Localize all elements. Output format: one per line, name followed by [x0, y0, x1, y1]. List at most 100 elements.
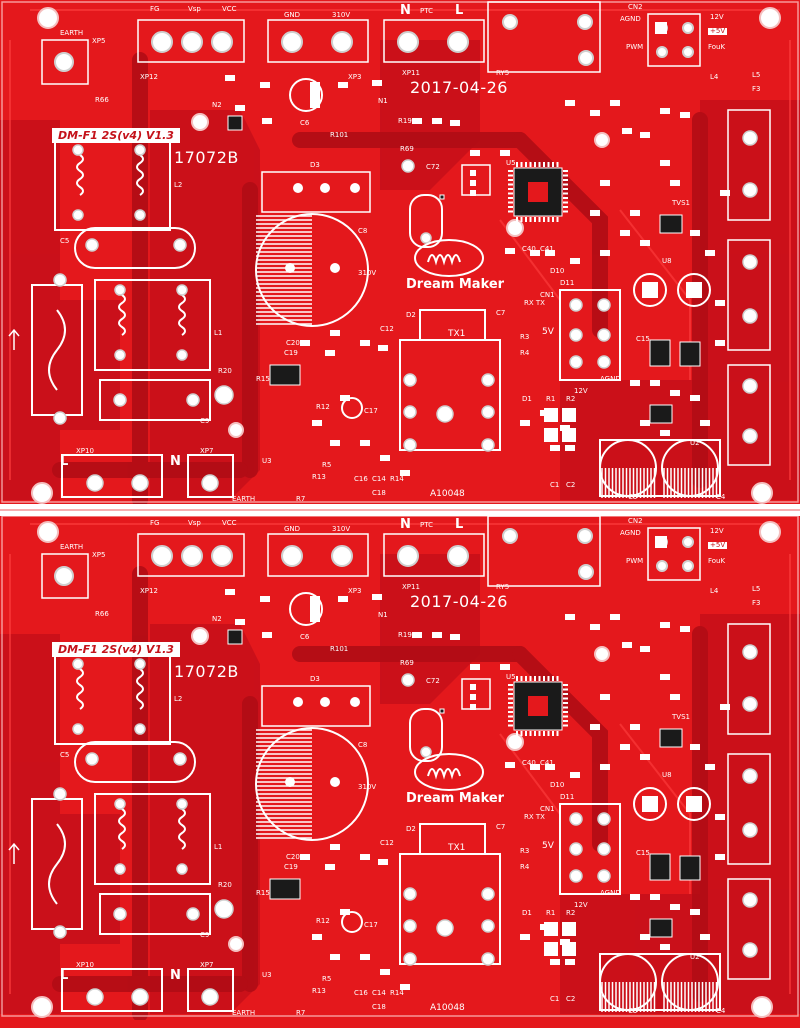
ref-c14: C14	[372, 475, 386, 483]
conn-label-vcc: VCC	[222, 519, 237, 527]
xp7-label: XP7	[200, 961, 214, 969]
ref-c1: C1	[550, 481, 560, 489]
rx-tx-label: RX TX	[524, 813, 545, 821]
ref-d3: D3	[310, 675, 320, 683]
ref-d11: D11	[560, 793, 575, 801]
ref-r15: R15	[256, 889, 270, 897]
brand-label: Dream Maker	[406, 791, 505, 806]
label-agnd-mid: AGND	[600, 375, 621, 383]
xp3-label: XP3	[348, 73, 362, 81]
date-label: 2017-04-26	[410, 78, 508, 97]
ref-c19: C19	[284, 863, 298, 871]
ref-c9: C9	[200, 931, 210, 939]
conn-label-n: N	[400, 517, 411, 532]
ref-d2: D2	[406, 311, 416, 319]
label-agnd: AGND	[620, 529, 641, 537]
ref-c15: C15	[636, 335, 650, 343]
ref-c5: C5	[60, 237, 70, 245]
ref-c2: C2	[566, 481, 576, 489]
earth-label-bottom: EARTH	[232, 495, 256, 503]
xp10-label: XP10	[76, 961, 94, 969]
xp11-label: XP11	[402, 69, 420, 77]
earth-label-top: EARTH	[60, 29, 84, 37]
ref-r1: R1	[546, 909, 556, 917]
ref-l4: L4	[710, 73, 719, 81]
ref-c12: C12	[380, 839, 394, 847]
tvs1-label: TVS1	[672, 713, 690, 721]
ref-u2: U2	[690, 439, 700, 447]
xp5-label: XP5	[92, 551, 106, 559]
ref-r12: R12	[316, 917, 330, 925]
model-label: DM-F1 2S(v4) V1.3	[52, 642, 180, 657]
ref-n2: N2	[212, 101, 222, 109]
ref-c1: C1	[550, 995, 560, 1003]
ref-r13: R13	[312, 473, 326, 481]
label-310v-mid: 310V	[358, 269, 377, 277]
ref-r4: R4	[520, 349, 530, 357]
ref-n1: N1	[378, 611, 388, 619]
cn2-label: CN2	[628, 3, 643, 11]
conn-label-vsp: Vsp	[188, 5, 201, 13]
conn-label-fg: FG	[150, 5, 160, 13]
label-5v: 5V	[542, 841, 554, 851]
ref-c3: C3	[628, 493, 638, 501]
ref-d10: D10	[550, 781, 565, 789]
ref-r3: R3	[520, 333, 530, 341]
ref-r66: R66	[95, 610, 109, 618]
l-input-label: L	[60, 454, 69, 469]
ry5-label: RY5	[496, 583, 510, 591]
ref-r20: R20	[218, 367, 232, 375]
n-input-label: N	[170, 454, 181, 469]
ref-c14: C14	[372, 989, 386, 997]
ref-r7: R7	[296, 1009, 306, 1017]
ref-d2: D2	[406, 825, 416, 833]
ref-c12: C12	[380, 325, 394, 333]
ref-c8: C8	[358, 227, 368, 235]
conn-label-ptc: PTC	[420, 7, 433, 15]
ref-r2: R2	[566, 395, 576, 403]
ref-c17: C17	[364, 407, 378, 415]
ref-u3: U3	[262, 457, 272, 465]
board-code: 17072B	[174, 662, 239, 681]
xp11-label: XP11	[402, 583, 420, 591]
ref-l1: L1	[214, 329, 223, 337]
ref-r14: R14	[390, 989, 404, 997]
pcb-panel-top: DM-F1 2S(v4) V1.3 17072B 2017-04-26 Drea…	[0, 0, 800, 506]
conn-label-n: N	[400, 3, 411, 18]
ref-r12: R12	[316, 403, 330, 411]
conn-label-l: L	[455, 517, 464, 532]
ref-l2: L2	[174, 181, 183, 189]
ref-r20: R20	[218, 881, 232, 889]
ref-c9: C9	[200, 417, 210, 425]
ref-l1: L1	[214, 843, 223, 851]
pcb-artwork	[0, 515, 800, 1020]
ref-c8: C8	[358, 741, 368, 749]
label-310v-mid: 310V	[358, 783, 377, 791]
ref-c16: C16	[354, 989, 368, 997]
label-5v: 5V	[542, 327, 554, 337]
ref-d1: D1	[522, 909, 532, 917]
ref-c7: C7	[496, 309, 506, 317]
ref-c20: C20	[286, 853, 300, 861]
ref-l5: L5	[752, 585, 761, 593]
earth-label-top: EARTH	[60, 543, 84, 551]
ref-c3: C3	[628, 1007, 638, 1015]
ref-r3: R3	[520, 847, 530, 855]
ref-c18: C18	[372, 1003, 386, 1011]
brand-label: Dream Maker	[406, 277, 505, 292]
ref-l4: L4	[710, 587, 719, 595]
ref-r7: R7	[296, 495, 306, 503]
ref-r1: R1	[546, 395, 556, 403]
xp7-label: XP7	[200, 447, 214, 455]
ref-r69: R69	[400, 659, 414, 667]
ref-c18: C18	[372, 489, 386, 497]
conn-label-vcc: VCC	[222, 5, 237, 13]
ref-c17: C17	[364, 921, 378, 929]
label-plus5v: +5V	[708, 541, 728, 549]
ref-r101: R101	[330, 645, 349, 653]
label-plus5v: +5V	[708, 27, 728, 35]
label-12v: 12V	[710, 13, 724, 21]
ref-c15: C15	[636, 849, 650, 857]
label-agnd: AGND	[620, 15, 641, 23]
ref-d11: D11	[560, 279, 575, 287]
